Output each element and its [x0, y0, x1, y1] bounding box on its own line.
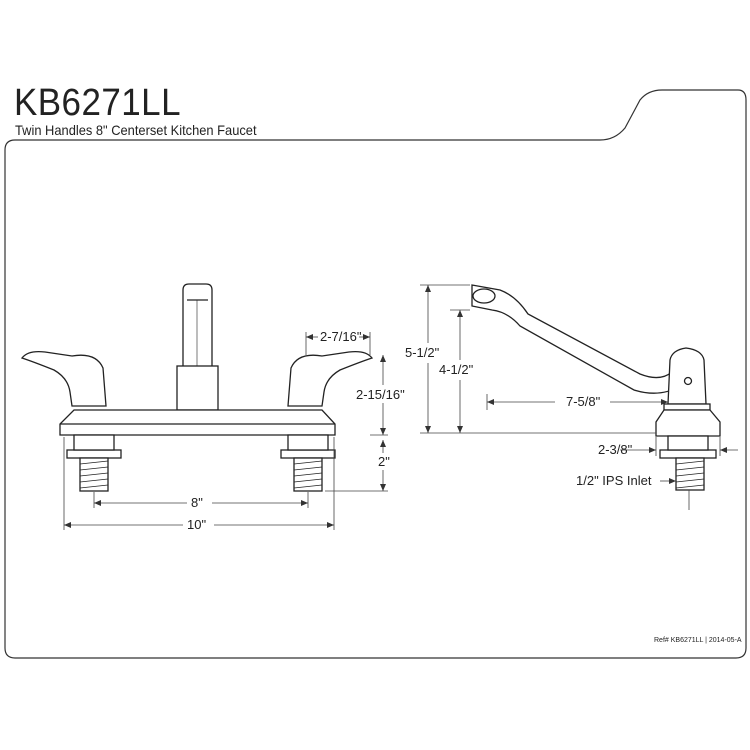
dim-handle-width-label: 2-7/16": [320, 329, 362, 344]
side-deck-base: [655, 409, 721, 437]
front-left-handle: [20, 350, 107, 407]
side-view-faucet: [471, 284, 721, 491]
dim-overall-height-label: 5-1/2": [405, 345, 440, 360]
front-deck-plate: [59, 409, 336, 436]
dim-height-label: 2-15/16": [356, 387, 405, 402]
dim-reach-label: 7-5/8": [566, 394, 601, 409]
dim-spout-height-label: 4-1/2": [439, 362, 474, 377]
front-right-shank: [280, 434, 336, 492]
front-right-handle: [287, 350, 374, 407]
model-title: KB6271LL: [14, 82, 181, 124]
front-view-arrows: [64, 334, 386, 528]
reference-number: Ref# KB6271LL | 2014-05-A: [654, 637, 742, 644]
dim-shank-label: 2": [378, 454, 390, 469]
front-left-shank: [66, 434, 122, 492]
dim-overall-label: 10": [187, 517, 206, 532]
dim-base-label: 2-3/8": [598, 442, 633, 457]
side-view-dimensions: [420, 284, 738, 510]
sheet-frame: [4, 89, 747, 659]
product-description: Twin Handles 8" Centerset Kitchen Faucet: [15, 122, 257, 138]
dim-centers-label: 8": [191, 495, 203, 510]
side-body: [667, 347, 707, 405]
side-spout: [471, 284, 681, 394]
side-view-arrows: [425, 285, 727, 484]
inlet-label: 1/2" IPS Inlet: [576, 473, 652, 488]
front-view-faucet: [20, 283, 374, 492]
